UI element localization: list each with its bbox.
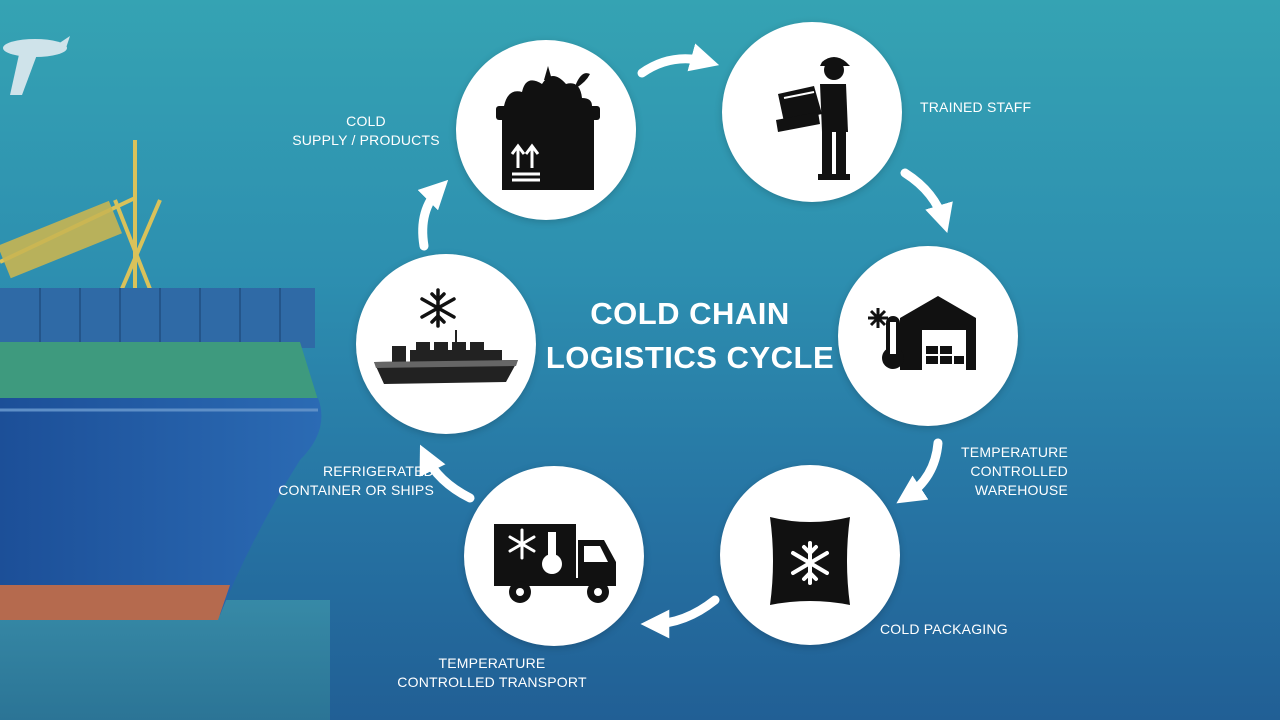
label-transport-line-2: CONTROLLED TRANSPORT: [397, 674, 587, 690]
arrow-supply-to-staff: [637, 43, 720, 78]
label-warehouse-line-3: WAREHOUSE: [974, 482, 1068, 498]
label-cold-supply: COLD SUPPLY / PRODUCTS: [286, 112, 446, 150]
snowflake-icon: [508, 528, 536, 560]
cargo-ship-icon: [374, 288, 518, 384]
label-cold-supply-line-2: SUPPLY / PRODUCTS: [292, 132, 440, 148]
label-cold-supply-line-1: COLD: [346, 113, 386, 129]
arrow-packaging-to-transport: [640, 595, 720, 639]
label-transport-line-1: TEMPERATURE: [438, 655, 546, 671]
step-trained-staff: [722, 22, 902, 202]
label-transport: TEMPERATURE CONTROLLED TRANSPORT: [384, 654, 600, 692]
step-packaging: [720, 465, 900, 645]
label-ships: REFRIGERATED CONTAINER OR SHIPS: [262, 462, 434, 500]
label-trained-staff: TRAINED STAFF: [920, 98, 1031, 117]
cold-bag-icon: [770, 517, 850, 605]
label-ships-line-1: REFRIGERATED: [322, 463, 434, 479]
arrow-staff-to-warehouse: [900, 168, 953, 234]
label-packaging: COLD PACKAGING: [880, 620, 1008, 639]
step-ships: [356, 254, 536, 434]
diagram-title-line-1: COLD CHAIN: [590, 296, 790, 331]
arrow-warehouse-to-packaging: [896, 438, 943, 504]
label-packaging-line-1: COLD PACKAGING: [880, 621, 1008, 637]
warehouse-icon: [868, 296, 976, 370]
snowflake-icon: [420, 288, 456, 328]
refrigerated-truck-icon: [494, 524, 616, 603]
label-ships-line-2: CONTAINER OR SHIPS: [278, 482, 434, 498]
arrow-transport-to-ships: [419, 444, 475, 503]
snowflake-icon: [791, 541, 829, 585]
label-warehouse-line-2: CONTROLLED: [970, 463, 1068, 479]
airplane-icon: [3, 36, 70, 95]
step-warehouse: [838, 246, 1018, 426]
step-cold-supply: [456, 40, 636, 220]
diagram-title-line-2: LOGISTICS CYCLE: [545, 340, 835, 375]
produce-box-icon: [496, 66, 600, 190]
label-trained-staff-line-1: TRAINED STAFF: [920, 99, 1032, 115]
label-warehouse: TEMPERATURE CONTROLLED WAREHOUSE: [948, 443, 1068, 500]
label-warehouse-line-1: TEMPERATURE: [961, 444, 1068, 460]
arrow-ships-to-supply: [417, 179, 449, 251]
step-transport: [464, 466, 644, 646]
worker-icon: [776, 57, 850, 180]
